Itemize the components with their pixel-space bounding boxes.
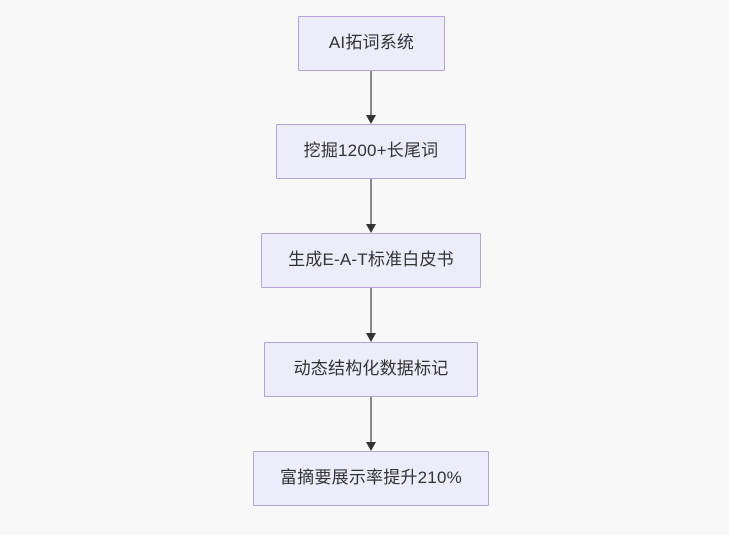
flowchart-node-2[interactable]: 挖掘1200+长尾词	[276, 124, 466, 179]
edge-line	[370, 288, 372, 333]
flowchart-node-4[interactable]: 动态结构化数据标记	[264, 342, 478, 397]
flowchart-node-5[interactable]: 富摘要展示率提升210%	[253, 451, 489, 506]
flowchart-node-label: 动态结构化数据标记	[293, 359, 449, 379]
arrowhead-icon	[366, 442, 376, 451]
flowchart-node-label: 挖掘1200+长尾词	[303, 141, 439, 161]
flowchart-node-label: AI拓词系统	[328, 33, 415, 53]
edge-line	[370, 71, 372, 115]
flowchart-node-3[interactable]: 生成E-A-T标准白皮书	[261, 233, 481, 288]
arrowhead-icon	[366, 333, 376, 342]
flowchart-node-label: 生成E-A-T标准白皮书	[288, 250, 454, 270]
flowchart-node-1[interactable]: AI拓词系统	[298, 16, 445, 71]
arrowhead-icon	[366, 115, 376, 124]
flowchart-node-label: 富摘要展示率提升210%	[280, 468, 462, 488]
edge-line	[370, 179, 372, 224]
edge-line	[370, 397, 372, 442]
arrowhead-icon	[366, 224, 376, 233]
